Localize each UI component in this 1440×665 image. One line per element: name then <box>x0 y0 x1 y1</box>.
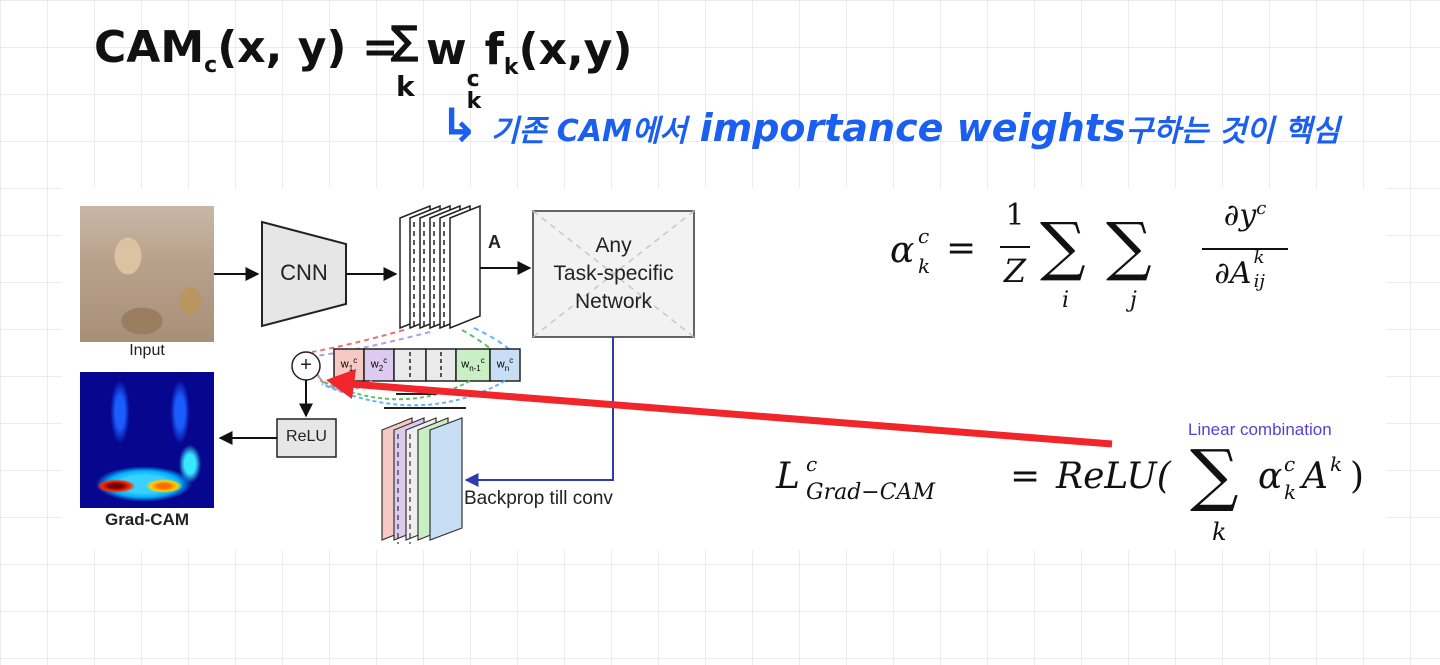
feature-f: f <box>484 24 504 75</box>
frac-numerator: 1 <box>1005 198 1025 233</box>
gradcam-L-sub: Grad−CAM <box>806 480 935 505</box>
relu-block <box>276 418 337 458</box>
cam-args: (x, y) = <box>217 22 399 73</box>
sum-i-symbol: ∑ <box>1040 210 1086 284</box>
gradcam-L-sup: c <box>806 452 818 476</box>
weight-label-n: wnc <box>496 356 514 373</box>
sum-i-index: i <box>1062 288 1070 313</box>
frac-denominator: Z <box>1003 252 1027 290</box>
cnn-label: CNN <box>280 260 328 285</box>
cam-sum-subscript: k <box>396 70 415 103</box>
note-text-1: 기존 CAM에서 <box>491 114 688 149</box>
alpha-equals: = <box>946 228 977 269</box>
cam-formula: CAMc(x, y) = <box>94 18 399 96</box>
gradcam-A: A <box>1302 456 1328 497</box>
network-line-3: Network <box>574 290 653 313</box>
backprop-label: Backprop till conv <box>464 488 613 509</box>
gradcam-alpha-sub: k <box>1284 480 1297 504</box>
gradcam-sum: ∑ <box>1190 436 1239 515</box>
note-text-2: importance weights <box>699 106 1126 150</box>
gradcam-L: L <box>776 456 800 497</box>
alpha-symbol: α <box>890 230 915 271</box>
input-label: Input <box>129 342 165 359</box>
cam-text: CAM <box>94 22 205 73</box>
weight-label-1: w1c <box>340 356 358 373</box>
network-line-2: Task-specific <box>553 262 674 285</box>
gradcam-sum-index: k <box>1212 518 1227 546</box>
feature-label: A <box>488 232 501 252</box>
note-arrow-icon: ↳ <box>440 98 479 152</box>
gradcam-label: Grad-CAM <box>104 510 190 529</box>
feature-maps <box>399 204 481 330</box>
sum-j-index: j <box>1130 288 1137 313</box>
network-line-1: Any <box>595 234 632 257</box>
feature-sub: k <box>503 54 519 80</box>
sum-j-symbol: ∑ <box>1106 210 1152 284</box>
backprop-arrow <box>464 337 614 487</box>
grad-bar <box>1202 248 1288 250</box>
relu-label: ReLU <box>286 428 327 445</box>
gradcam-relu: ReLU( <box>1056 456 1171 497</box>
cnn-block <box>261 220 347 328</box>
linear-combination-note: Linear combination <box>1188 420 1332 439</box>
network-label: Any Task-specific Network <box>533 232 694 316</box>
cam-subscript: c <box>204 52 218 78</box>
alpha-sub: k <box>918 254 931 278</box>
gradcam-close-paren: ) <box>1350 456 1365 497</box>
gradcam-alpha-sup: c <box>1284 452 1296 476</box>
gradcam-alpha: α <box>1258 456 1283 497</box>
weight-sup: c <box>466 67 480 92</box>
weight-w: w <box>426 24 467 75</box>
gradcam-equals: = <box>1010 456 1041 497</box>
weight-sub: k <box>466 89 482 114</box>
note-text-3: 구하는 것이 핵심 <box>1125 114 1340 149</box>
gradcam-heatmap <box>80 372 214 508</box>
red-annotation-arrow <box>349 380 1113 448</box>
input-image <box>80 206 214 342</box>
importance-note: ↳ 기존 CAM에서 importance weights구하는 것이 핵심 <box>440 98 1340 152</box>
grad-numerator: ∂yc <box>1223 198 1267 233</box>
weight-label-n-1: wn-1c <box>461 356 485 373</box>
weight-label-2: w2c <box>370 356 388 373</box>
plus-symbol: + <box>300 354 312 376</box>
frac-bar <box>1000 246 1030 248</box>
cam-sum-symbol: ∑ <box>390 18 419 64</box>
gradcam-A-sup: k <box>1330 452 1343 476</box>
alpha-sup: c <box>918 224 930 248</box>
feature-args: (x,y) <box>518 24 633 75</box>
gradient-maps <box>381 417 463 541</box>
